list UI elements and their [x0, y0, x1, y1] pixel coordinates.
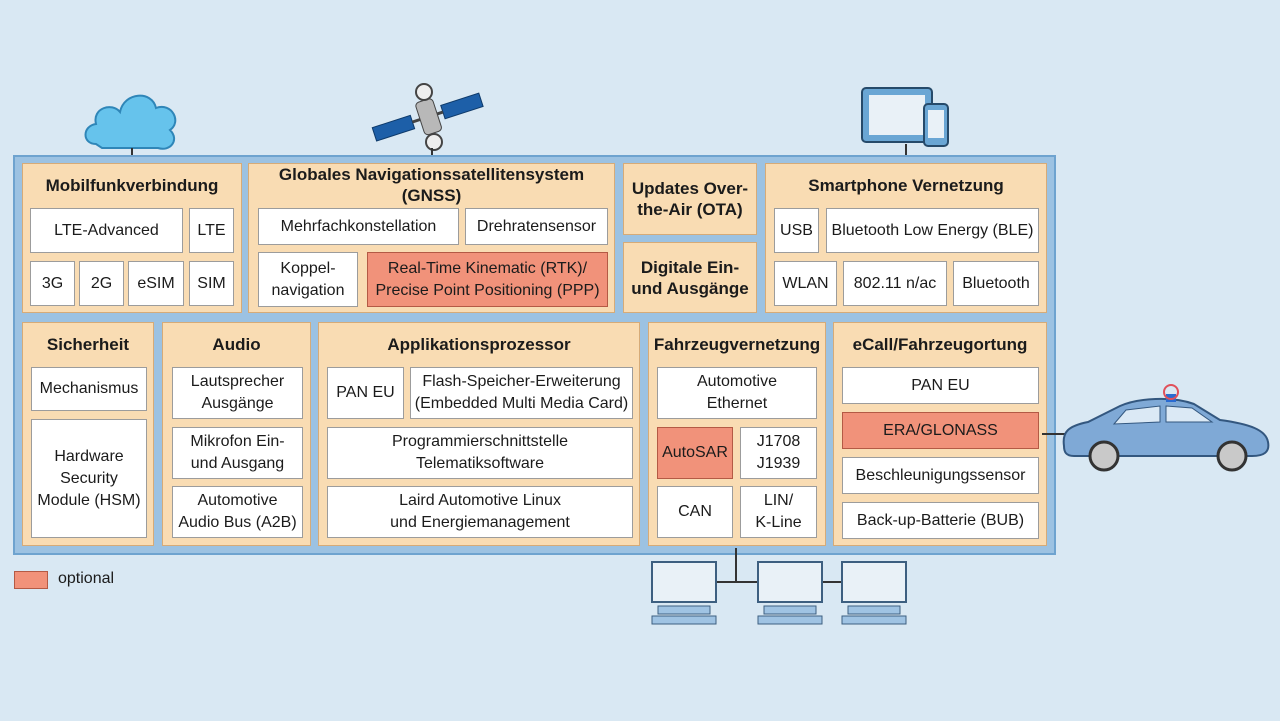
section-sicherheit: Sicherheit Mechanismus Hardware Security…	[22, 322, 154, 546]
section-title: Applikationsprozessor	[387, 334, 571, 354]
item-can: CAN	[657, 486, 733, 538]
section-title: Audio	[212, 334, 261, 354]
section-audio: Audio Lautsprecher Ausgänge Mikrofon Ein…	[162, 322, 311, 546]
item-3g: 3G	[30, 261, 75, 306]
item-pan-eu: PAN EU	[842, 367, 1039, 404]
computer-icon	[757, 561, 823, 625]
section-digital-io: Digitale Ein- und Ausgänge	[623, 242, 757, 313]
legend-swatch	[14, 571, 48, 589]
item-usb: USB	[774, 208, 819, 253]
legend-label: optional	[58, 570, 115, 587]
item-bub: Back-up-Batterie (BUB)	[842, 502, 1039, 539]
item-programmierschnittstelle: Programmierschnittstelle Telematiksoftwa…	[327, 427, 633, 479]
item-flash-speicher: Flash-Speicher-Erweiterung (Embedded Mul…	[410, 367, 633, 419]
item-drehratensensor: Drehratensensor	[465, 208, 608, 245]
item-sim: SIM	[189, 261, 234, 306]
section-gnss: Globales Navigationssatellitensystem (GN…	[248, 163, 615, 313]
item-koppelnavigation: Koppel- navigation	[258, 252, 358, 307]
item-rtk-ppp: Real-Time Kinematic (RTK)/ Precise Point…	[367, 252, 608, 307]
section-title: Smartphone Vernetzung	[808, 175, 1004, 195]
computer-icon	[841, 561, 907, 625]
item-bluetooth: Bluetooth	[953, 261, 1039, 306]
item-lin-kline: LIN/ K-Line	[740, 486, 817, 538]
tablet-phone-icon	[861, 87, 949, 158]
item-mikrofon: Mikrofon Ein- und Ausgang	[172, 427, 303, 479]
satellite-icon	[371, 83, 484, 158]
section-mobilfunk: Mobilfunkverbindung LTE-Advanced LTE 3G …	[22, 163, 242, 313]
section-title: Digitale Ein- und Ausgänge	[631, 258, 749, 298]
item-ble: Bluetooth Low Energy (BLE)	[826, 208, 1039, 253]
item-esim: eSIM	[128, 261, 184, 306]
section-title: Fahrzeugvernetzung	[653, 334, 821, 354]
item-autosar: AutoSAR	[657, 427, 733, 479]
item-mehrfachkonstellation: Mehrfachkonstellation	[258, 208, 459, 245]
cloud-icon	[84, 94, 177, 160]
item-2g: 2G	[79, 261, 124, 306]
item-lte-advanced: LTE-Advanced	[30, 208, 183, 253]
item-lte: LTE	[189, 208, 234, 253]
section-title: Updates Over- the-Air (OTA)	[631, 179, 749, 219]
item-automotive-ethernet: Automotive Ethernet	[657, 367, 817, 419]
section-title: eCall/Fahrzeugortung	[852, 334, 1028, 354]
section-ota: Updates Over- the-Air (OTA)	[623, 163, 757, 235]
item-lautsprecher: Lautsprecher Ausgänge	[172, 367, 303, 419]
section-smartphone: Smartphone Vernetzung USB Bluetooth Low …	[765, 163, 1047, 313]
section-title: Globales Navigationssatellitensystem (GN…	[278, 165, 585, 205]
item-wlan: WLAN	[774, 261, 837, 306]
computer-icon	[651, 561, 717, 625]
item-laird-linux: Laird Automotive Linux und Energiemanage…	[327, 486, 633, 538]
section-ecall: eCall/Fahrzeugortung PAN EU ERA/GLONASS …	[833, 322, 1047, 546]
item-mechanismus: Mechanismus	[31, 367, 147, 411]
item-hsm: Hardware Security Module (HSM)	[31, 419, 147, 538]
section-fahrzeugvernetzung: Fahrzeugvernetzung Automotive Ethernet A…	[648, 322, 826, 546]
item-era-glonass: ERA/GLONASS	[842, 412, 1039, 449]
section-title: Sicherheit	[46, 334, 130, 354]
item-j1708-j1939: J1708 J1939	[740, 427, 817, 479]
item-80211: 802.11 n/ac	[843, 261, 947, 306]
item-beschleunigungssensor: Beschleunigungssensor	[842, 457, 1039, 494]
section-applikation: Applikationsprozessor PAN EU Flash-Speic…	[318, 322, 640, 546]
section-title: Mobilfunkverbindung	[45, 175, 219, 195]
car-icon	[1042, 384, 1270, 472]
item-pan-eu: PAN EU	[327, 367, 404, 419]
item-a2b: Automotive Audio Bus (A2B)	[172, 486, 303, 538]
